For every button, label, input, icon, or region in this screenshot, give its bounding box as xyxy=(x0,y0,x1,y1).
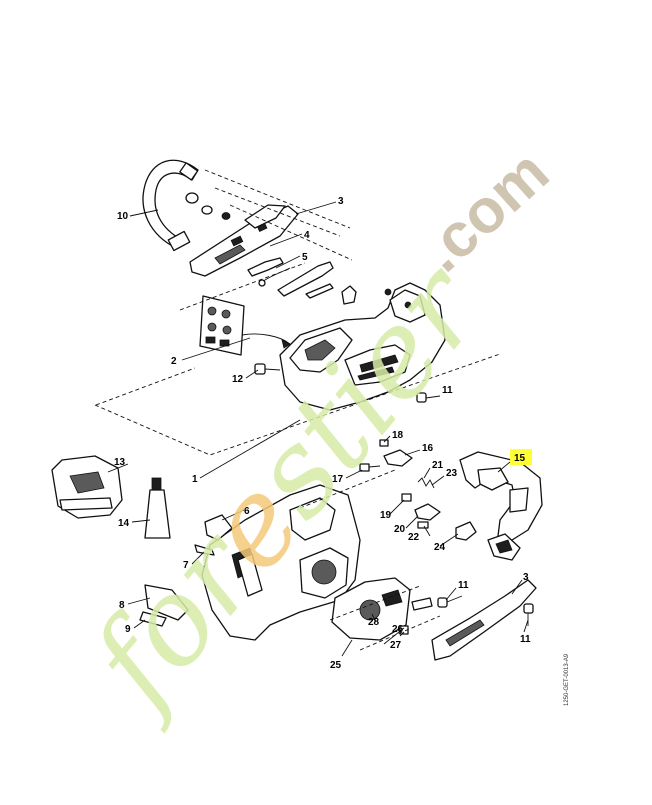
watermark-main: forestier xyxy=(61,237,512,737)
part-ring xyxy=(201,205,213,215)
part-pin xyxy=(305,283,334,299)
callout-24: 24 xyxy=(434,542,446,553)
callout-15: 15 xyxy=(514,453,526,464)
part-hand-guard xyxy=(459,451,543,561)
callout-15-highlight xyxy=(510,449,532,465)
callout-21: 21 xyxy=(432,460,444,471)
part-filter-cover xyxy=(51,455,123,519)
part-clip xyxy=(247,257,284,277)
part-chain-catcher xyxy=(431,579,537,661)
arrow-label-to-housing xyxy=(241,333,291,345)
callout-3: 3 xyxy=(338,196,344,207)
callout-27: 27 xyxy=(390,640,402,651)
callout-11-mid: 11 xyxy=(458,580,469,591)
part-grease-tube xyxy=(144,477,171,539)
callout-5: 5 xyxy=(302,252,308,263)
part-plug xyxy=(221,212,231,220)
callout-17: 17 xyxy=(332,474,344,485)
callout-12: 12 xyxy=(232,374,244,385)
assembly-lines-left xyxy=(95,262,306,406)
callout-22: 22 xyxy=(408,532,420,543)
watermark-domain-text: .com xyxy=(408,137,562,285)
callout-9: 9 xyxy=(125,624,131,635)
part-screw-18 xyxy=(379,439,389,447)
watermark-main-text: forestier xyxy=(61,237,512,737)
callout-7: 7 xyxy=(183,560,189,571)
part-gasket xyxy=(139,611,167,627)
part-screw-19 xyxy=(401,493,412,502)
part-screw-11-lower xyxy=(523,603,534,626)
drawing-code: 1250-GET-0013-A9 xyxy=(564,653,570,706)
callout-numbers: 10 3 4 5 2 12 11 1 13 14 6 7 8 9 18 16 1… xyxy=(114,196,532,671)
part-hose xyxy=(142,159,199,252)
part-screw-11-mid xyxy=(437,595,463,608)
part-main-housing-lower xyxy=(201,484,361,641)
part-grommet xyxy=(185,192,199,204)
callout-23: 23 xyxy=(446,468,458,479)
part-lockout xyxy=(341,285,357,305)
callout-3-lower: 3 xyxy=(523,572,529,583)
callout-2: 2 xyxy=(171,356,177,367)
part-pin-27 xyxy=(411,597,433,611)
assembly-lines-upper xyxy=(94,169,501,456)
part-main-housing-top xyxy=(279,282,446,411)
part-brake-plate xyxy=(331,577,411,641)
callout-25: 25 xyxy=(330,660,342,671)
callout-10: 10 xyxy=(117,211,129,222)
part-pin-22 xyxy=(417,521,429,529)
part-lever xyxy=(383,449,413,467)
callout-13: 13 xyxy=(114,457,126,468)
part-screw-12 xyxy=(254,363,281,375)
callout-4: 4 xyxy=(304,230,310,241)
callout-20: 20 xyxy=(394,524,406,535)
part-plate xyxy=(144,584,189,621)
callout-19: 19 xyxy=(380,510,392,521)
callout-6: 6 xyxy=(244,506,250,517)
drawing-code-text: 1250-GET-0013-A9 xyxy=(564,653,570,706)
callout-8: 8 xyxy=(119,600,125,611)
leader-lines xyxy=(107,201,529,657)
part-spring-21 xyxy=(417,477,435,489)
callout-28: 28 xyxy=(368,617,380,628)
callout-14: 14 xyxy=(118,518,130,529)
callout-11-lower: 11 xyxy=(520,634,531,645)
part-screw-17 xyxy=(359,463,370,472)
part-nut-24 xyxy=(455,521,477,541)
part-bracket xyxy=(204,514,233,541)
callout-11-upper: 11 xyxy=(442,385,453,396)
part-trigger xyxy=(277,261,334,297)
part-washer-20 xyxy=(414,503,441,521)
part-label xyxy=(199,295,245,356)
callout-16: 16 xyxy=(422,443,434,454)
assembly-lines-lower xyxy=(299,469,441,651)
callout-1: 1 xyxy=(192,474,198,485)
callout-18: 18 xyxy=(392,430,404,441)
callout-26: 26 xyxy=(392,624,404,635)
watermark-domain: .com xyxy=(408,137,562,285)
part-stud xyxy=(194,544,215,556)
part-screw-11-upper xyxy=(416,392,441,403)
